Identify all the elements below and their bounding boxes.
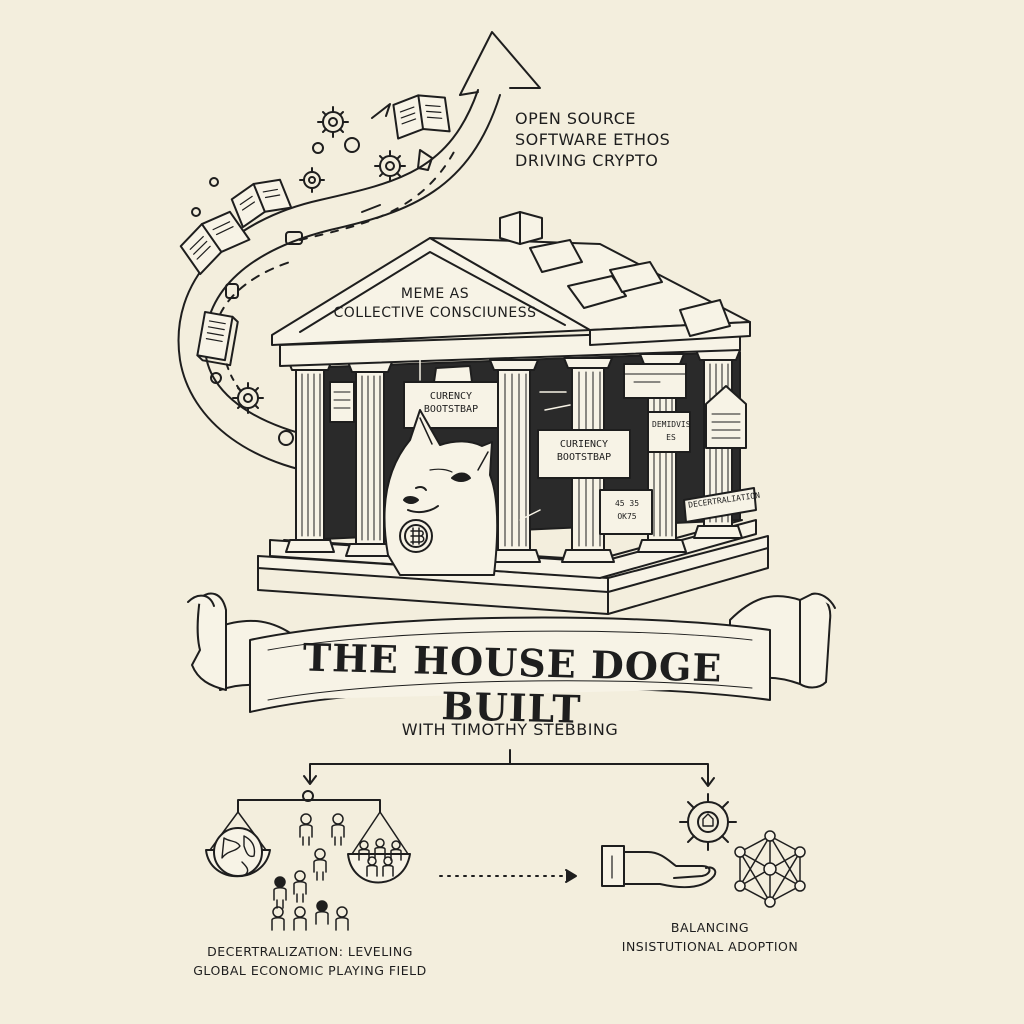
sign-1-line-1: CURENCY: [429, 391, 473, 402]
decent-line-2: GLOBAL ECONOMIC PLAYING FIELD: [193, 963, 427, 978]
sign-1-line-2: BOOTSTBAP: [423, 404, 479, 415]
decentralization-caption: DECERTRALIZATION: LEVELING GLOBAL ECONOM…: [180, 942, 440, 980]
sign-5-line-1: DEMIDVIS: [652, 420, 691, 429]
subtitle: WITH TIMOTHY STEBBING: [401, 720, 619, 739]
gear-icon: [374, 150, 406, 182]
balance-line-2: INSISTUTIONAL ADOPTION: [621, 939, 799, 954]
open-book-icon: [392, 94, 451, 140]
small-sign: DEMIDVIS ES: [652, 418, 691, 444]
handshake-icon: [601, 845, 717, 889]
dotted-arrow: [439, 869, 577, 883]
currency-sign-1: CURENCY BOOTSTBAP: [408, 390, 494, 416]
roof-blocks: [499, 211, 731, 337]
coin-icon: [191, 137, 433, 446]
gear-icon: [232, 382, 264, 414]
open-source-caption: OPEN SOURCE SOFTWARE ETHOS DRIVING CRYPT…: [515, 108, 670, 171]
pediment-caption: MEME AS COLLECTIVE CONSCIUNESS: [330, 285, 540, 323]
open-book-icon: [179, 210, 251, 276]
open-book-icon: [196, 311, 239, 367]
currency-sign-2: CURIENCY BOOTSTBAP: [542, 438, 626, 464]
network-icon: [734, 830, 806, 908]
balancing-caption: BALANCING INSISTUTIONAL ADOPTION: [610, 918, 810, 956]
open-book-icon: [230, 178, 293, 229]
sign-2-line-1: CURIENCY: [559, 439, 609, 450]
gear-icon: [299, 167, 325, 193]
sign-3-line-1: 45 35 OK75: [614, 499, 640, 521]
gear-icon: [317, 106, 349, 138]
people-icon: [271, 813, 402, 931]
sign-2-line-2: BOOTSTBAP: [556, 452, 612, 463]
decent-line-1: DECERTRALIZATION: LEVELING: [207, 944, 413, 959]
title-banner: [187, 592, 836, 713]
chain-links: [419, 359, 571, 521]
pediment-line-1: MEME AS: [400, 286, 470, 302]
coin-icon: [399, 519, 433, 553]
ethos-line-2: SOFTWARE ETHOS: [515, 130, 671, 149]
ethos-line-1: OPEN SOURCE: [515, 109, 636, 128]
branch-connector: [303, 749, 715, 787]
sign-5-line-2: ES: [666, 433, 676, 442]
crate-sign: 45 35 OK75: [603, 497, 651, 523]
temple-base: [257, 519, 769, 615]
balance-line-1: BALANCING: [670, 920, 750, 935]
pediment-line-2: COLLECTIVE CONSCIUNESS: [333, 305, 537, 321]
globe-icon: [213, 827, 263, 877]
gear-icon: [679, 793, 737, 851]
ethos-line-3: DRIVING CRYPTO: [515, 151, 659, 170]
